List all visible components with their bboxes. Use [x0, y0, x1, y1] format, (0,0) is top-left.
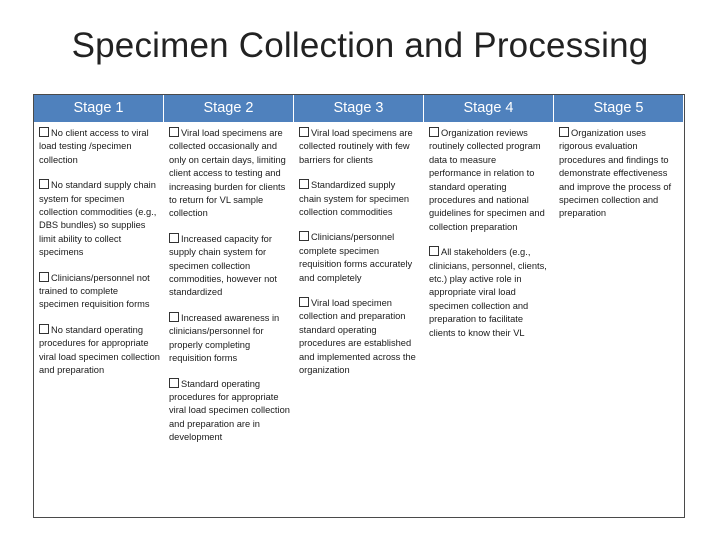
checkbox-icon — [429, 127, 439, 137]
stage-item: Organization uses rigorous evaluation pr… — [559, 127, 680, 221]
stage-item-text: Standard operating procedures for approp… — [169, 378, 290, 443]
stage-item-text: Increased capacity for supply chain syst… — [169, 233, 277, 298]
stage-header-3: Stage 3 — [294, 95, 424, 122]
stage-item: No standard supply chain system for spec… — [39, 179, 160, 259]
stage-column-2: Viral load specimens are collected occas… — [164, 122, 294, 517]
checkbox-icon — [169, 232, 179, 243]
checkbox-icon — [299, 231, 309, 242]
stage-item-text: Clinicians/personnel complete specimen r… — [299, 232, 413, 283]
stage-item: Standardized supply chain system for spe… — [299, 179, 420, 219]
slide-title: Specimen Collection and Processing — [71, 26, 649, 65]
stage-item: Standard operating procedures for approp… — [169, 377, 290, 445]
stage-item: Viral load specimens are collected routi… — [299, 127, 420, 167]
stage-item-text: Viral load specimen collection and prepa… — [299, 298, 416, 376]
checkbox-icon — [299, 127, 309, 137]
stage-header-1: Stage 1 — [34, 95, 164, 122]
checkbox-icon — [169, 311, 179, 322]
stage-column-3: Viral load specimens are collected routi… — [294, 122, 424, 517]
checkbox-icon — [299, 179, 309, 190]
stage-header-2: Stage 2 — [164, 95, 294, 122]
stage-item-text: All stakeholders (e.g., clinicians, pers… — [429, 247, 547, 338]
stage-item: No client access to viral load testing /… — [39, 127, 160, 167]
stage-item: Increased capacity for supply chain syst… — [169, 232, 290, 300]
stage-item-text: Organization reviews routinely collected… — [429, 128, 545, 232]
checkbox-icon — [39, 179, 49, 190]
stage-item: Organization reviews routinely collected… — [429, 127, 550, 234]
stage-item-text: Standardized supply chain system for spe… — [299, 180, 410, 218]
stage-column-5: Organization uses rigorous evaluation pr… — [554, 122, 684, 517]
stages-table: Stage 1 Stage 2 Stage 3 Stage 4 Stage 5 … — [33, 94, 685, 518]
stage-item-text: No standard operating procedures for app… — [39, 324, 160, 376]
stage-item: Increased awareness in clinicians/person… — [169, 311, 290, 366]
stage-item-text: No standard supply chain system for spec… — [39, 180, 157, 258]
checkbox-icon — [39, 323, 49, 334]
checkbox-icon — [169, 127, 179, 137]
stage-item: No standard operating procedures for app… — [39, 323, 160, 378]
stage-column-1: No client access to viral load testing /… — [34, 122, 164, 517]
stage-column-4: Organization reviews routinely collected… — [424, 122, 554, 517]
checkbox-icon — [169, 377, 179, 388]
checkbox-icon — [39, 271, 49, 282]
stage-item: Viral load specimen collection and prepa… — [299, 297, 420, 377]
checkbox-icon — [429, 246, 439, 257]
stage-item: All stakeholders (e.g., clinicians, pers… — [429, 246, 550, 340]
stage-item: Viral load specimens are collected occas… — [169, 127, 290, 221]
checkbox-icon — [39, 127, 49, 137]
stage-item-text: Organization uses rigorous evaluation pr… — [559, 128, 672, 219]
stage-header-5: Stage 5 — [554, 95, 684, 122]
checkbox-icon — [299, 297, 309, 308]
stage-item-text: Clinicians/personnel not trained to comp… — [39, 272, 150, 310]
stage-item: Clinicians/personnel complete specimen r… — [299, 231, 420, 285]
stage-item-text: No client access to viral load testing /… — [39, 128, 149, 165]
checkbox-icon — [559, 127, 569, 137]
stage-item-text: Increased awareness in clinicians/person… — [169, 312, 280, 364]
stage-header-4: Stage 4 — [424, 95, 554, 122]
stage-item-text: Viral load specimens are collected routi… — [299, 128, 413, 165]
stage-item-text: Viral load specimens are collected occas… — [169, 128, 286, 219]
stage-item: Clinicians/personnel not trained to comp… — [39, 271, 160, 312]
